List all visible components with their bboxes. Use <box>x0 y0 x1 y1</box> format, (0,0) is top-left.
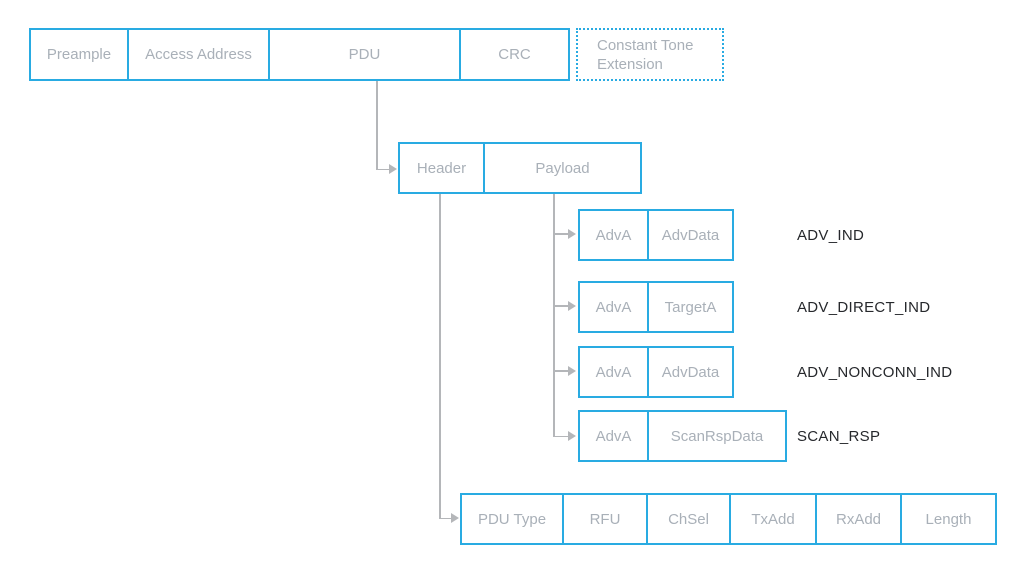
variant-cell-adva: AdvA <box>595 226 632 244</box>
packet-row: Preample Access Address PDU CRC <box>29 28 570 81</box>
variant-row-adv-nonconn-ind: AdvA AdvData <box>578 346 734 398</box>
connector-pdu-vertical <box>376 81 378 170</box>
connector-header-horizontal <box>439 517 452 519</box>
packet-cell-preamble: Preample <box>46 46 112 63</box>
arrow-to-scan-rsp-icon <box>568 431 576 441</box>
arrow-to-adv-ind-icon <box>568 229 576 239</box>
connector-payload-vertical <box>553 194 555 437</box>
variant-name-adv-nonconn-ind: ADV_NONCONN_IND <box>797 363 953 381</box>
variant-cell-adva: AdvA <box>595 363 632 381</box>
header-cell-rxadd: RxAdd <box>815 495 900 543</box>
variant-name-adv-direct-ind: ADV_DIRECT_IND <box>797 298 931 316</box>
variant-cell-targeta: TargetA <box>647 283 732 331</box>
variant-row-scan-rsp: AdvA ScanRspData <box>578 410 787 462</box>
packet-cell-crc: CRC <box>459 30 568 79</box>
header-cell-chsel: ChSel <box>646 495 729 543</box>
arrow-to-header-fields-icon <box>451 513 459 523</box>
variant-cell-scanrspdata: ScanRspData <box>647 412 785 460</box>
header-cell-txadd: TxAdd <box>729 495 815 543</box>
header-cell-length: Length <box>900 495 995 543</box>
variant-row-adv-direct-ind: AdvA TargetA <box>578 281 734 333</box>
pdu-cell-payload: Payload <box>483 144 640 192</box>
variant-name-adv-ind: ADV_IND <box>797 226 865 244</box>
arrow-to-adv-direct-ind-icon <box>568 301 576 311</box>
variant-cell-adva: AdvA <box>595 427 632 445</box>
constant-tone-extension-label: Constant Tone Extension <box>597 36 694 73</box>
variant-cell-adva: AdvA <box>595 298 632 316</box>
packet-cell-pdu: PDU <box>268 30 459 79</box>
arrow-to-header-icon <box>389 164 397 174</box>
header-fields-row: PDU Type RFU ChSel TxAdd RxAdd Length <box>460 493 997 545</box>
connector-header-vertical <box>439 194 441 518</box>
arrow-to-adv-nonconn-ind-icon <box>568 366 576 376</box>
variant-cell-advdata: AdvData <box>647 211 732 259</box>
connector-adv-nonconn-ind-horizontal <box>553 370 569 372</box>
variant-name-scan-rsp: SCAN_RSP <box>797 427 881 445</box>
connector-adv-ind-horizontal <box>553 233 569 235</box>
variant-cell-advdata: AdvData <box>647 348 732 396</box>
packet-cell-access-address: Access Address <box>127 30 268 79</box>
header-cell-pdu-type: PDU Type <box>477 510 547 528</box>
connector-scan-rsp-horizontal <box>553 435 569 437</box>
variant-row-adv-ind: AdvA AdvData <box>578 209 734 261</box>
pdu-cell-header: Header <box>416 159 467 177</box>
packet-cell-constant-tone-extension: Constant Tone Extension <box>576 28 724 81</box>
connector-pdu-horizontal <box>376 168 390 170</box>
pdu-row: Header Payload <box>398 142 642 194</box>
header-cell-rfu: RFU <box>562 495 646 543</box>
connector-adv-direct-ind-horizontal <box>553 305 569 307</box>
